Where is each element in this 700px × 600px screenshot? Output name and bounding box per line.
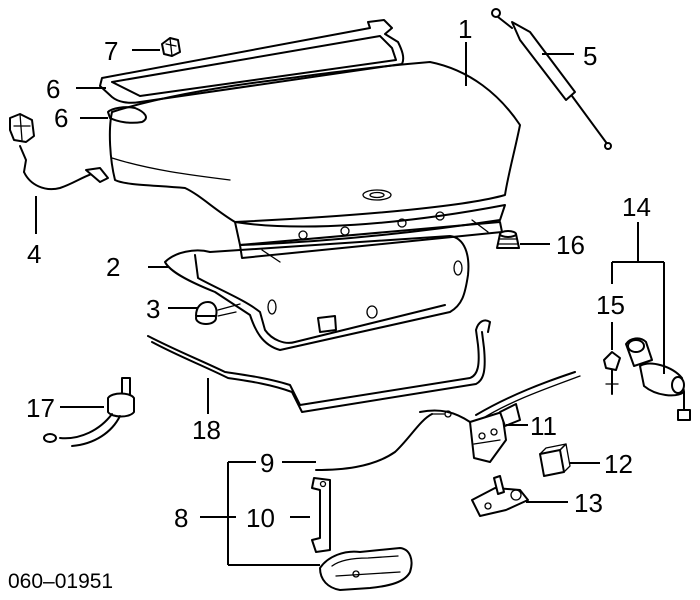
callout-11: 11: [530, 411, 557, 441]
callout-15: 15: [596, 290, 625, 320]
callout-7: 7: [104, 36, 118, 66]
callout-labels: 1 2 3 4 5 6 6 7 8 9 10 11 12 13 14 15 16…: [8, 14, 651, 593]
trunk-lid: [108, 61, 521, 263]
callout-6-lower: 6: [54, 103, 68, 133]
lock-rod: [603, 351, 621, 395]
callout-6-upper: 6: [46, 74, 60, 104]
striker: [471, 475, 529, 517]
rubber-bumper: [496, 230, 520, 249]
lid-latch-cable: [9, 113, 109, 191]
callout-2: 2: [106, 252, 120, 282]
callout-12: 12: [604, 449, 633, 479]
callout-14: 14: [622, 192, 651, 222]
trunk-inner-panel: [164, 235, 470, 351]
lamp-socket: [43, 377, 135, 447]
callout-16: 16: [556, 230, 585, 260]
leader-lines: [35, 42, 665, 566]
callout-3: 3: [146, 294, 160, 324]
callout-5: 5: [583, 41, 597, 71]
diagram-code: 060–01951: [8, 570, 113, 593]
callout-4: 4: [27, 239, 41, 269]
callout-18: 18: [192, 415, 221, 445]
support-strut: [491, 8, 612, 150]
cable-bracket: [311, 477, 331, 553]
callout-9: 9: [260, 448, 274, 478]
callout-13: 13: [574, 488, 603, 518]
release-handle: [319, 547, 413, 591]
grommet-plug: [195, 301, 241, 325]
clip: [161, 37, 181, 57]
callout-17: 17: [26, 393, 55, 423]
lock-cylinder: [625, 337, 691, 421]
latch-assembly: [419, 371, 581, 463]
callout-1: 1: [458, 14, 472, 44]
callout-10: 10: [246, 503, 275, 533]
opening-weatherstrip: [147, 319, 491, 413]
latch-cover: [539, 443, 571, 477]
weatherstrip-seal: [99, 19, 405, 124]
callout-8: 8: [174, 503, 188, 533]
release-cable: [315, 410, 452, 471]
